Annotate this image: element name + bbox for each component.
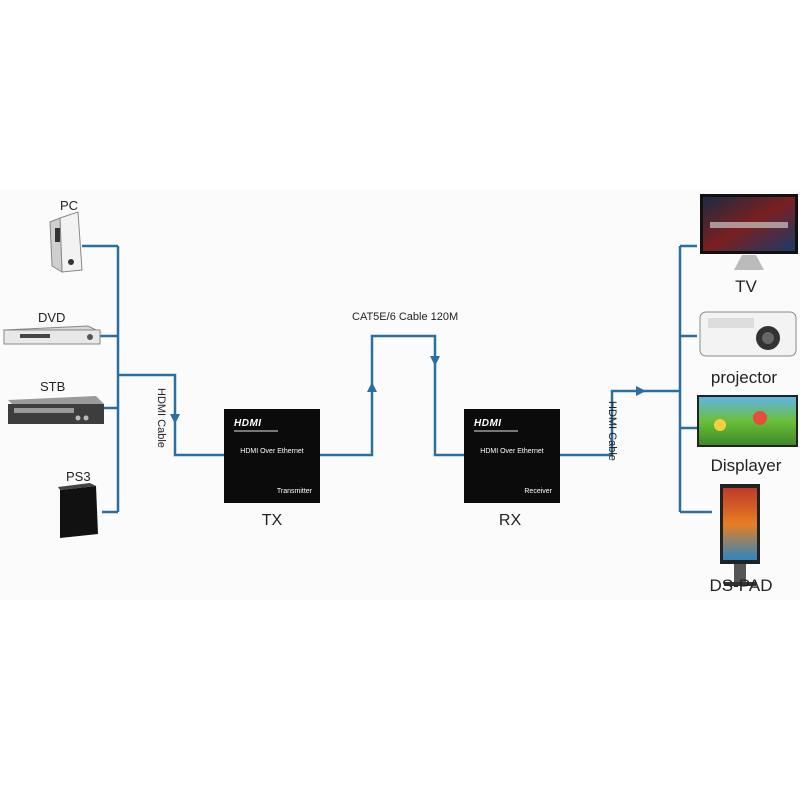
receiver-name: HDMI Over Ethernet (480, 448, 544, 455)
cable-lines (82, 244, 712, 514)
ps3-console-icon (58, 483, 98, 538)
cat-cable-line (320, 334, 464, 457)
pc-tower-icon (49, 211, 83, 273)
receiver-role: Receiver (524, 488, 552, 495)
transmitter-role: Transmitter (276, 488, 312, 495)
projector-icon (699, 311, 797, 357)
kiosk-stand-icon (720, 484, 760, 586)
destination-label-displayer: Displayer (710, 456, 782, 475)
tv-icon (700, 194, 798, 270)
arrow-down-middle-icon (430, 356, 440, 366)
transmitter-name: HDMI Over Ethernet (240, 448, 304, 455)
receiver-box: HDMI HDMI Over Ethernet Receiver (464, 409, 560, 503)
arrow-up-middle-icon (367, 382, 377, 392)
hdmi-logo: HDMI (234, 418, 262, 429)
cat-cable-label: CAT5E/6 Cable 120M (352, 311, 459, 323)
dvd-player-icon (2, 325, 102, 345)
arrow-down-left-icon (170, 414, 180, 424)
hdmi-output-cable-label: HDMI Cable (606, 401, 618, 461)
hdmi-logo-underline (474, 430, 518, 432)
source-label-dvd: DVD (38, 310, 66, 325)
arrow-right-output-icon (636, 386, 646, 396)
flow-arrows (170, 356, 646, 424)
hdmi-output-line (556, 389, 680, 457)
display-monitor-icon (697, 395, 798, 447)
destination-label-tv: TV (735, 277, 757, 296)
source-label-pc: PC (60, 198, 79, 213)
source-label-ps3: PS3 (66, 469, 91, 484)
destination-label-dspad: DS-PAD (709, 576, 773, 595)
transmitter-box: HDMI HDMI Over Ethernet Transmitter (224, 409, 320, 503)
set-top-box-icon (8, 396, 104, 424)
tx-caption: TX (261, 512, 283, 529)
hdmi-input-cable-label: HDMI Cable (155, 388, 167, 448)
destination-label-projector: projector (710, 368, 778, 387)
rx-caption: RX (498, 512, 522, 529)
hdmi-logo: HDMI (474, 418, 502, 429)
hdmi-logo-underline (234, 430, 278, 432)
source-label-stb: STB (40, 379, 66, 394)
diagram-background (0, 190, 800, 600)
